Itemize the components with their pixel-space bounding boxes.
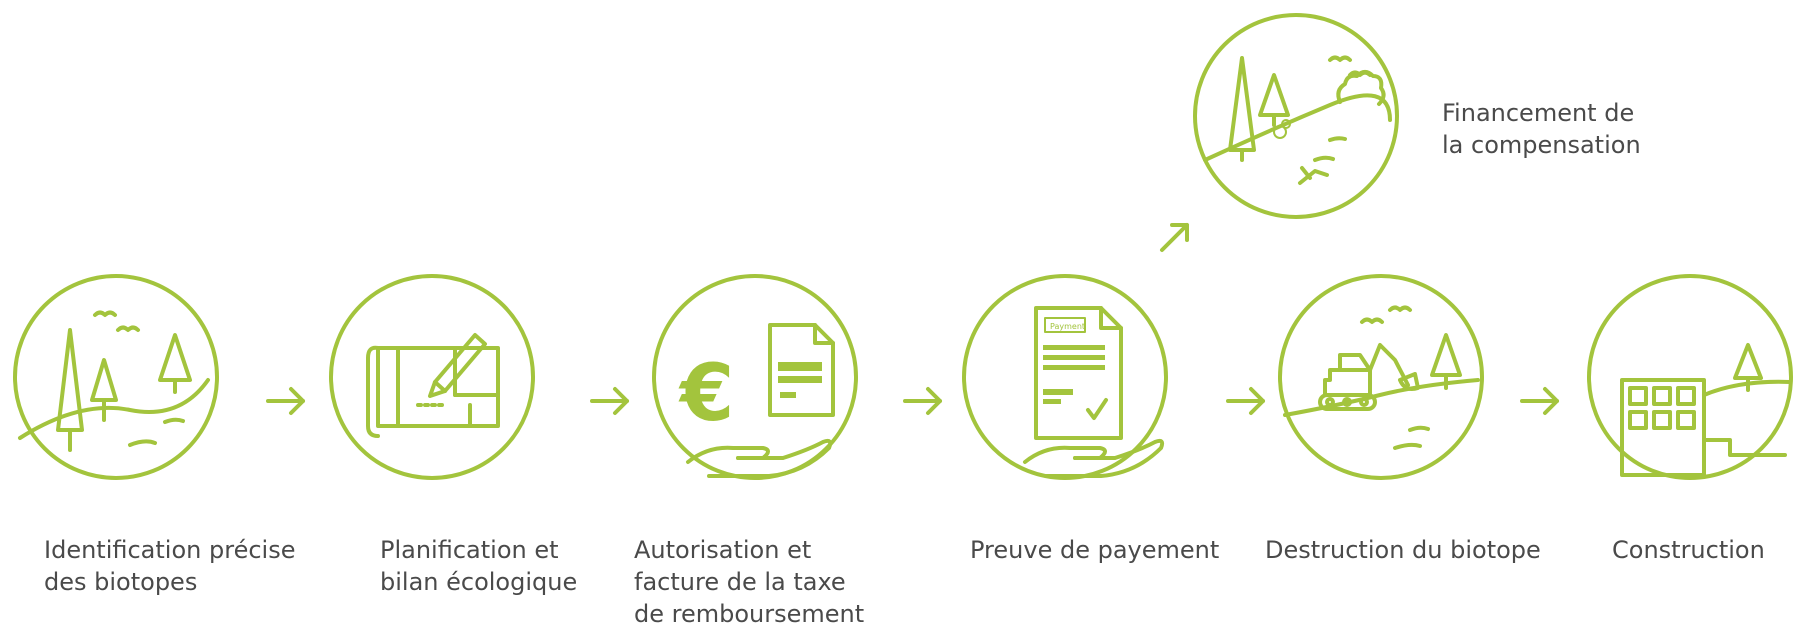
step-3-label-line: facture de la taxe bbox=[634, 568, 846, 596]
step-1-label-line: des biotopes bbox=[44, 568, 198, 596]
arrow-right-icon bbox=[1520, 387, 1559, 415]
step-5-label-line: Destruction du biotope bbox=[1265, 536, 1541, 564]
branch-compensation-landscape-icon bbox=[1193, 13, 1399, 219]
step-2-label: Planification et bilan écologique bbox=[380, 534, 577, 598]
step-1-label: Identification précise des biotopes bbox=[44, 534, 295, 598]
step-2-label-line: bilan écologique bbox=[380, 568, 578, 596]
step-1-landscape-trees-icon bbox=[13, 274, 219, 480]
step-1-label-line: Identification précise bbox=[44, 536, 296, 564]
branch-label: Financement de la compensation bbox=[1442, 97, 1641, 161]
step-3-label-line: Autorisation et bbox=[634, 536, 812, 564]
branch-label-line: Financement de bbox=[1442, 99, 1635, 127]
arrow-right-icon bbox=[1226, 387, 1265, 415]
step-6-label: Construction bbox=[1612, 534, 1765, 566]
arrow-right-icon bbox=[903, 387, 942, 415]
step-3-label-line: de remboursement bbox=[634, 600, 865, 628]
arrow-right-icon bbox=[266, 387, 305, 415]
svg-text:€: € bbox=[678, 349, 734, 439]
step-6-label-line: Construction bbox=[1612, 536, 1765, 564]
step-3-euro-invoice-hand-icon: € bbox=[652, 274, 858, 480]
step-6-building-construction-icon bbox=[1587, 274, 1793, 480]
step-3-label: Autorisation et facture de la taxe de re… bbox=[634, 534, 864, 630]
payment-stamp-text: Payment bbox=[1050, 322, 1085, 331]
step-2-label-line: Planification et bbox=[380, 536, 559, 564]
step-4-label-line: Preuve de payement bbox=[970, 536, 1220, 564]
step-4-label: Preuve de payement bbox=[970, 534, 1219, 566]
step-5-excavator-landscape-icon bbox=[1278, 274, 1484, 480]
arrow-right-icon bbox=[590, 387, 629, 415]
arrow-diagonal-up-icon bbox=[1160, 223, 1189, 252]
step-2-blueprint-pencil-icon bbox=[329, 274, 535, 480]
step-5-label: Destruction du biotope bbox=[1265, 534, 1541, 566]
step-4-payment-document-hand-icon: Payment bbox=[962, 274, 1168, 480]
branch-label-line: la compensation bbox=[1442, 131, 1641, 159]
